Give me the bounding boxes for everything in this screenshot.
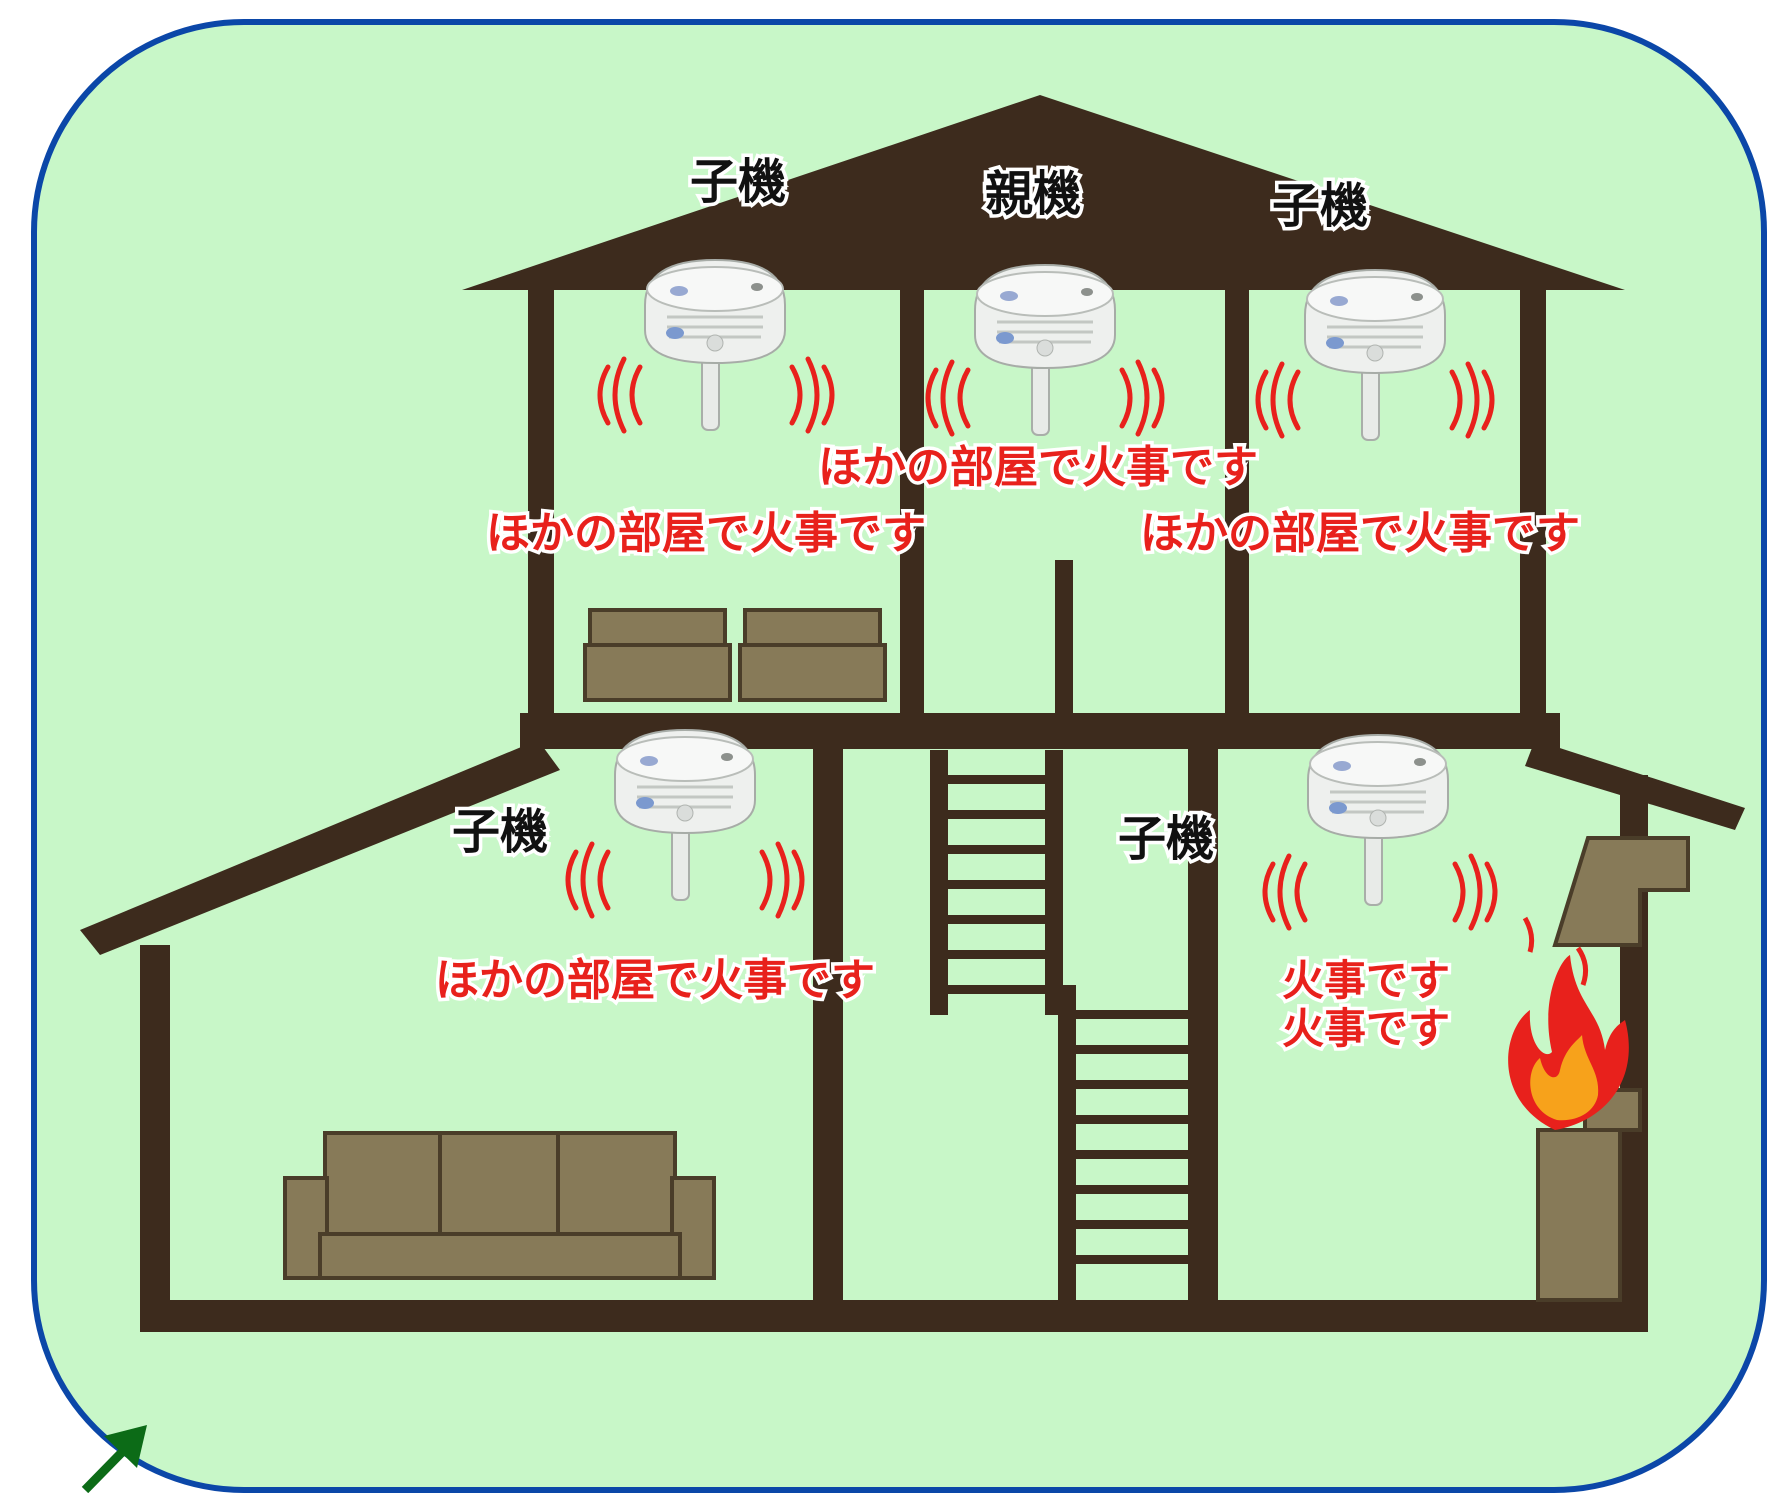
alarm-message-lower-left: ほかの部屋で火事です	[435, 955, 875, 1006]
ground-floor	[140, 1300, 1648, 1332]
kitchen-range-icon	[1536, 836, 1690, 1302]
flame-icon	[1508, 916, 1629, 1130]
role-label-lower-right: 子機	[1118, 811, 1214, 867]
lower-left-wall	[140, 945, 170, 1315]
lower-divider-left	[813, 745, 843, 1315]
stair-divider-right	[1188, 745, 1218, 1315]
alarm-message-lower-right-1: 火事です	[1282, 956, 1450, 1005]
alarm-message-upper-right: ほかの部屋で火事です	[1140, 508, 1580, 559]
role-label-upper-left: 子機	[690, 154, 786, 210]
frame-background	[31, 19, 1767, 1493]
arrow-icon	[81, 1425, 147, 1493]
alarm-message-lower-right-2: 火事です	[1282, 1004, 1450, 1053]
house-structure	[80, 95, 1745, 1332]
upper-right-wall	[1520, 290, 1546, 740]
upper-roof	[462, 95, 1625, 290]
role-label-upper-right: 子機	[1272, 178, 1368, 234]
upper-divider-left	[900, 290, 924, 740]
lower-roof	[80, 740, 560, 955]
alarm-message-upper-center: ほかの部屋で火事です	[818, 442, 1258, 493]
sofa-icon	[283, 1131, 716, 1280]
upper-divider-right	[1225, 290, 1249, 740]
role-label-lower-left: 子機	[452, 804, 548, 860]
upper-left-wall	[528, 290, 554, 740]
bed-icon	[583, 608, 887, 702]
role-label-upper-center: 親機	[985, 166, 1081, 222]
stairs-icon	[930, 750, 1192, 1264]
hallway-wall-stub	[1055, 560, 1073, 740]
alarm-message-upper-left: ほかの部屋で火事です	[486, 508, 926, 559]
